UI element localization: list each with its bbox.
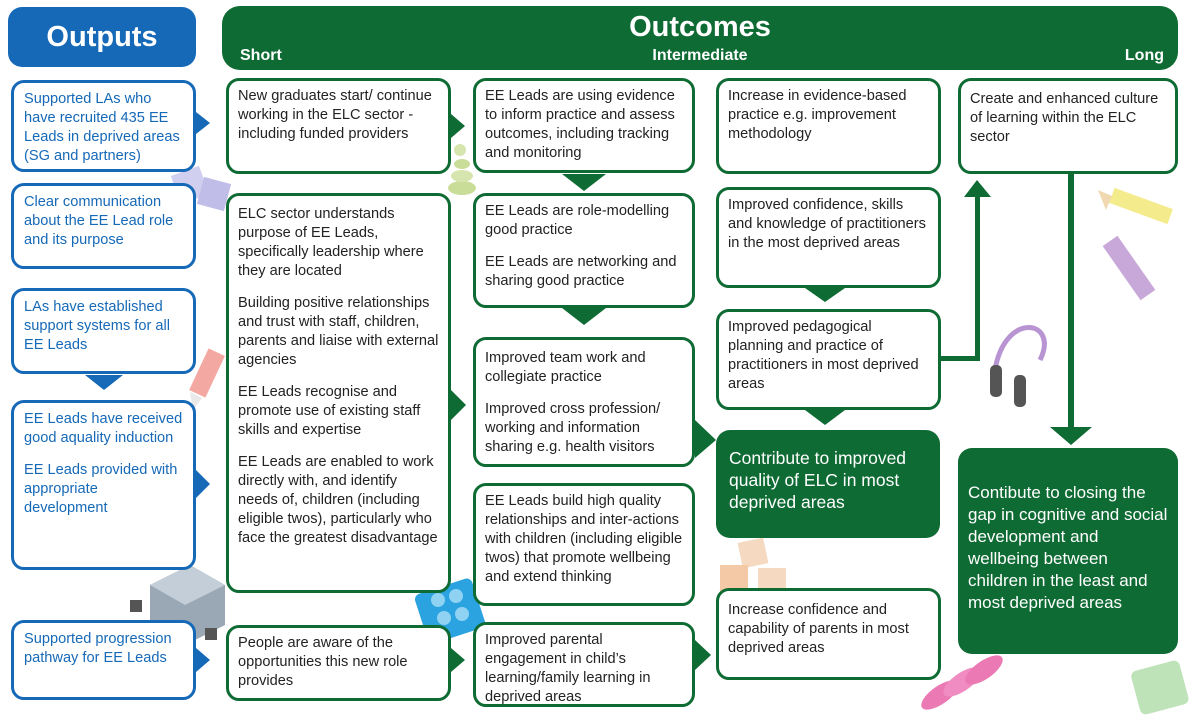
output-arrow: [196, 470, 210, 498]
output-box-progression: Supported progression pathway for EE Lea…: [11, 620, 196, 700]
jump-rope-icon: [990, 325, 1047, 407]
output-text: Clear communication about the EE Lead ro…: [24, 194, 174, 248]
long-arrow: [964, 180, 991, 197]
output-text: EE Leads provided with appropriate devel…: [24, 462, 178, 516]
intermediate-box-role-modelling: EE Leads are role-modelling good practic…: [473, 193, 695, 308]
connector-line: [941, 356, 979, 361]
outputs-header: Outputs: [8, 7, 196, 67]
output-text: Supported progression pathway for EE Lea…: [24, 631, 172, 666]
output-arrow: [196, 112, 210, 134]
stacking-rings-icon: [448, 144, 476, 195]
intermediate-label: Intermediate: [652, 47, 748, 64]
output-box-recruitment: Supported LAs who have recruited 435 EE …: [11, 80, 196, 172]
intermediate-arrow: [562, 174, 606, 191]
long-text: Create and enhanced culture of learning …: [970, 91, 1159, 145]
long-box-culture: Create and enhanced culture of learning …: [958, 78, 1178, 174]
pink-abacus-icon: [921, 655, 1003, 710]
intermediate-box-teamwork: Improved team work and collegiate practi…: [473, 337, 695, 467]
output-box-communication: Clear communication about the EE Lead ro…: [11, 183, 196, 269]
short-text: Building positive relationships and trus…: [238, 295, 439, 368]
short-label: Short: [240, 47, 282, 64]
short-text: EE Leads are enabled to work directly wi…: [238, 454, 438, 546]
puzzle-piece-icon: [1131, 660, 1189, 715]
short-arrow: [451, 114, 465, 138]
intermediate-arrow: [805, 288, 845, 302]
outcomes-header: Outcomes Short Intermediate Long: [222, 6, 1178, 70]
connector-line: [975, 195, 980, 361]
output-arrow: [85, 375, 123, 390]
long-box-closing-gap: Contibute to closing the gap in cognitiv…: [958, 448, 1178, 654]
intermediate-box-evidence-based-practice: Increase in evidence-based practice e.g.…: [716, 78, 941, 174]
intermediate-arrow: [805, 410, 845, 425]
short-box-graduates: New graduates start/ continue working in…: [226, 78, 451, 174]
intermediate-box-parent-confidence: Increase confidence and capability of pa…: [716, 588, 941, 680]
intermediate-text: Increase confidence and capability of pa…: [728, 602, 909, 656]
intermediate-arrow: [695, 420, 716, 458]
intermediate-box-parental-engagement: Improved parental engagement in child’s …: [473, 622, 695, 707]
short-text: People are aware of the opportunities th…: [238, 635, 408, 689]
output-arrow: [196, 648, 210, 672]
short-arrow: [451, 390, 466, 420]
intermediate-text: Improved team work and collegiate practi…: [485, 350, 646, 385]
short-text: ELC sector understands purpose of EE Lea…: [238, 206, 424, 279]
outcomes-title: Outcomes: [629, 11, 771, 43]
intermediate-text: Improved cross profession/ working and i…: [485, 401, 661, 455]
output-box-support-systems: LAs have established support systems for…: [11, 288, 196, 374]
connector-line: [1068, 174, 1074, 429]
intermediate-box-evidence: EE Leads are using evidence to inform pr…: [473, 78, 695, 173]
short-text: EE Leads recognise and promote use of ex…: [238, 384, 421, 438]
intermediate-text: Contribute to improved quality of ELC in…: [729, 448, 907, 512]
long-label: Long: [1124, 47, 1164, 64]
short-box-understanding: ELC sector understands purpose of EE Lea…: [226, 193, 451, 593]
intermediate-box-pedagogical-planning: Improved pedagogical planning and practi…: [716, 309, 941, 410]
intermediate-text: EE Leads are role-modelling good practic…: [485, 203, 670, 238]
intermediate-text: Improved parental engagement in child’s …: [485, 632, 651, 705]
intermediate-box-relationships: EE Leads build high quality relationship…: [473, 483, 695, 606]
yellow-pencil-icon: [1098, 187, 1173, 225]
intermediate-text: Improved pedagogical planning and practi…: [728, 319, 919, 392]
long-arrow: [1050, 427, 1092, 445]
short-arrow: [451, 648, 465, 672]
intermediate-arrow: [695, 640, 711, 670]
intermediate-text: EE Leads are networking and sharing good…: [485, 254, 677, 289]
intermediate-text: EE Leads build high quality relationship…: [485, 493, 683, 585]
intermediate-box-quality-elc: Contribute to improved quality of ELC in…: [716, 430, 940, 538]
output-text: Supported LAs who have recruited 435 EE …: [24, 91, 180, 164]
intermediate-text: EE Leads are using evidence to inform pr…: [485, 88, 675, 161]
short-box-awareness: People are aware of the opportunities th…: [226, 625, 451, 701]
output-text: LAs have established support systems for…: [24, 299, 170, 353]
output-text: EE Leads have received good aquality ind…: [24, 411, 183, 446]
intermediate-arrow: [562, 308, 606, 325]
short-text: New graduates start/ continue working in…: [238, 88, 432, 142]
purple-crayon-icon: [1102, 235, 1156, 301]
intermediate-text: Improved confidence, skills and knowledg…: [728, 197, 926, 251]
intermediate-box-confidence-skills: Improved confidence, skills and knowledg…: [716, 187, 941, 288]
long-text: Contibute to closing the gap in cognitiv…: [968, 483, 1168, 612]
intermediate-text: Increase in evidence-based practice e.g.…: [728, 88, 907, 142]
output-box-induction: EE Leads have received good aquality ind…: [11, 400, 196, 570]
